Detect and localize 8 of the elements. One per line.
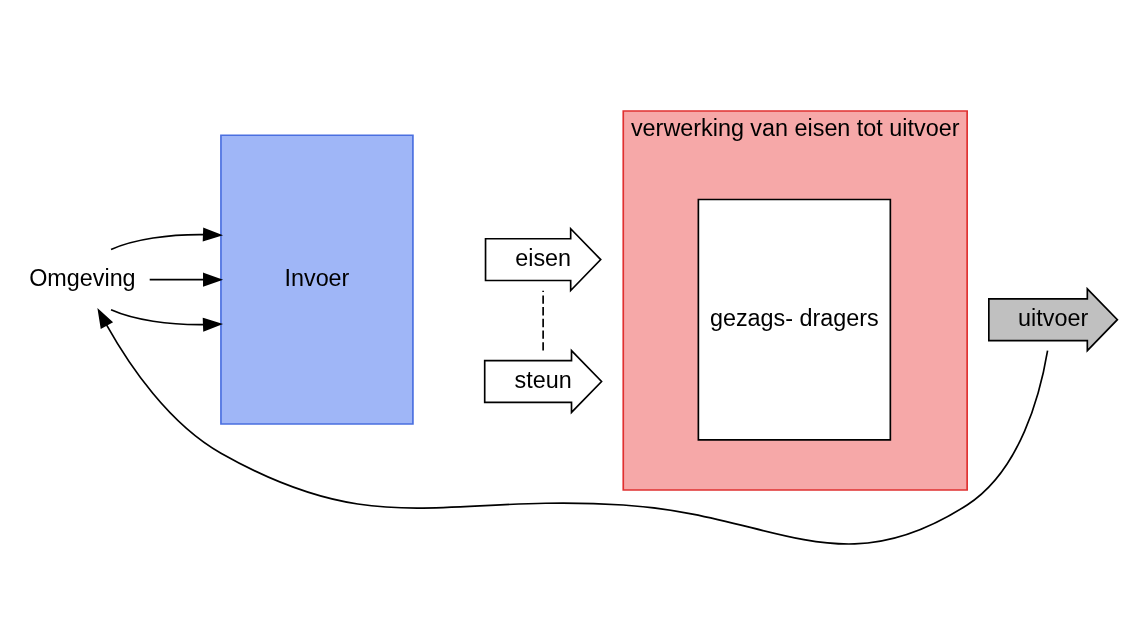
arrow — [148, 272, 224, 287]
node-text: Omgeving — [29, 264, 136, 291]
connector — [542, 289, 544, 351]
arrow — [110, 227, 223, 250]
node-box: Invoer — [220, 133, 414, 425]
arrow — [110, 308, 223, 332]
arrow — [97, 307, 1049, 545]
node-box: gezags- dragers — [697, 198, 892, 441]
